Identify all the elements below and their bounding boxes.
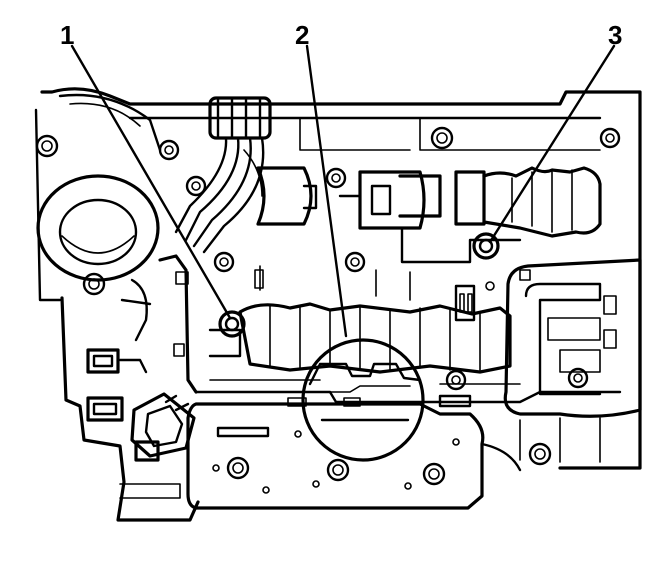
inspection-circle bbox=[301, 338, 425, 462]
bolt-top-center bbox=[430, 126, 454, 150]
bolt-top-right bbox=[599, 127, 621, 149]
leader-line-2 bbox=[305, 44, 348, 338]
bolt-upper-row bbox=[82, 167, 366, 296]
bolt-1 bbox=[218, 310, 246, 338]
leader-line-3 bbox=[488, 44, 616, 244]
left-connector-lower bbox=[86, 396, 124, 422]
right-valve-plate bbox=[485, 258, 642, 466]
callout-label-2: 2 bbox=[295, 20, 309, 50]
left-connector-upper bbox=[86, 348, 120, 374]
valve-body bbox=[173, 166, 622, 408]
bolt-lower-row bbox=[445, 369, 467, 391]
bolt-3 bbox=[472, 232, 500, 260]
leader-lines bbox=[70, 44, 616, 338]
transmission-housing bbox=[34, 87, 642, 470]
callout-label-3: 3 bbox=[608, 20, 622, 50]
lower-plate bbox=[186, 402, 522, 510]
left-frame bbox=[60, 254, 200, 522]
wiring-harness bbox=[174, 96, 318, 254]
harness-connector-assembly bbox=[119, 392, 196, 499]
bolt-top-left bbox=[35, 134, 59, 158]
callout-label-1: 1 bbox=[60, 20, 74, 50]
bolt-top-mid-left bbox=[158, 139, 180, 161]
leader-line-1 bbox=[70, 44, 232, 320]
